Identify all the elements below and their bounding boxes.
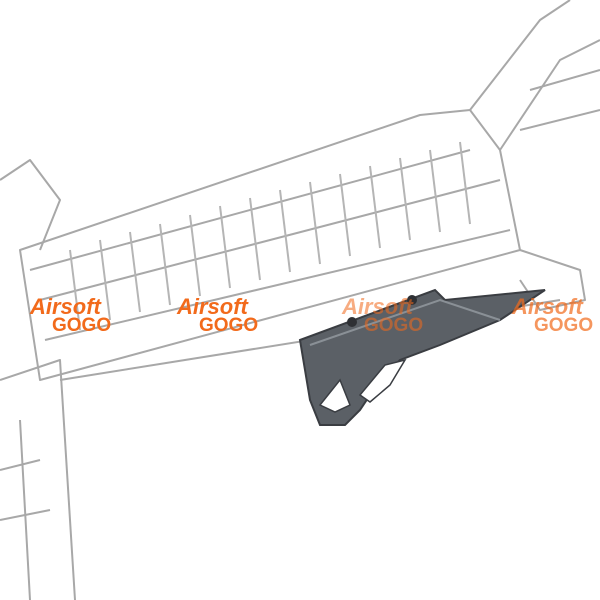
watermark-logo: Airsoft GOGO [177,294,259,336]
foregrip [298,288,546,426]
watermark-logo: Airsoft GOGO [512,294,594,336]
watermark-logo: Airsoft GOGO [30,294,112,336]
watermark-logo: Airsoft GOGO [342,294,424,336]
